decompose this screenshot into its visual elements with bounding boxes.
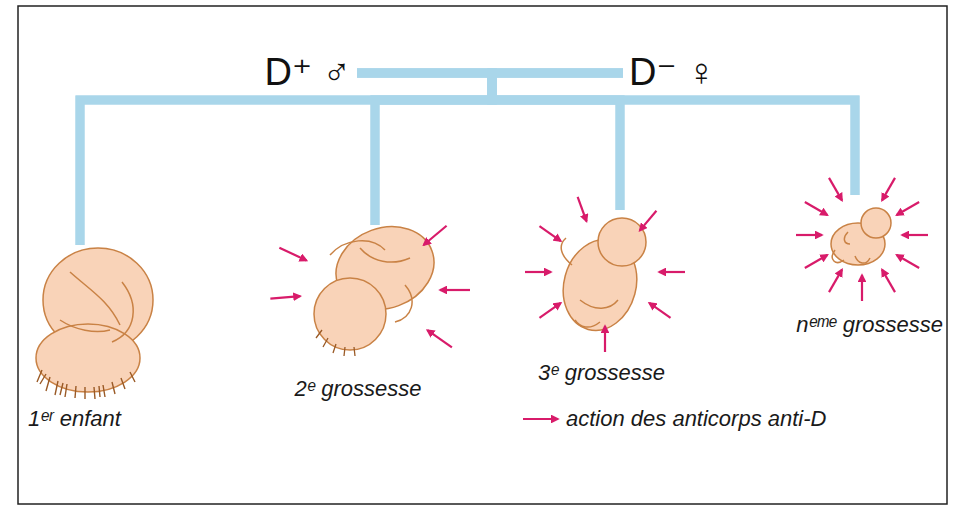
parent-genotype: D⁺ ♂ (260, 50, 355, 96)
legend: action des anticorps anti-D (520, 406, 826, 432)
antibody-arrow (649, 303, 670, 318)
antibody-arrow (805, 202, 828, 215)
fetus-figure (553, 218, 646, 339)
descent-line (492, 73, 623, 210)
legend-row: action des anticorps anti-D (520, 406, 826, 432)
fetus-hair (316, 330, 355, 356)
legend-swatch (520, 412, 562, 426)
pregnancy-caption: nᵉᵐᵉ grossesse (796, 312, 943, 338)
antibody-arrow (640, 211, 657, 231)
antibody-arrow (805, 255, 828, 268)
fetus-limbs (561, 238, 618, 327)
antibody-arrows (525, 197, 685, 352)
antibody-arrow (829, 270, 842, 293)
fetus-head (598, 218, 646, 266)
pregnancy-caption: 3ᵉ grossesse (538, 360, 665, 386)
genotype-label: D⁻ ♀ (629, 50, 716, 96)
antibody-arrow (829, 178, 842, 201)
antibody-arrow (897, 255, 920, 268)
pregnancy-figure: 1ᵉʳ enfant (28, 245, 178, 432)
antibody-arrow (539, 226, 560, 241)
baby-figure (36, 248, 153, 399)
antibody-arrow (427, 330, 452, 347)
antibody-arrow (902, 234, 928, 236)
pregnancy-figure: 3ᵉ grossesse (503, 210, 700, 386)
antibody-arrows (270, 226, 470, 348)
embryo-figure (831, 208, 891, 265)
antibody-arrow (882, 270, 895, 293)
antibody-arrow (659, 271, 685, 273)
antibody-arrow (525, 271, 551, 273)
antibody-arrow (604, 326, 606, 352)
antibody-arrow (279, 248, 306, 261)
fetus-head (314, 278, 386, 350)
pregnancy-caption: 1ᵉʳ enfant (28, 406, 121, 432)
antibody-arrows (796, 178, 928, 301)
genotype-label: D⁺ ♂ (264, 50, 351, 96)
baby-hair (37, 370, 135, 399)
antibody-arrow (897, 202, 920, 215)
antibody-arrow (270, 296, 300, 299)
antibody-arrow (424, 226, 447, 245)
fetus-figure (314, 213, 446, 356)
antibody-arrow (578, 197, 587, 221)
legend-text: action des anticorps anti-D (566, 406, 826, 432)
antibody-arrow (539, 303, 560, 318)
pregnancy-figure: nᵉᵐᵉ grossesse (703, 195, 943, 338)
antibody-arrow (796, 234, 822, 236)
pregnancy-caption: 2ᵉ grossesse (294, 376, 421, 402)
embryo-head (861, 208, 891, 238)
descent-line (357, 73, 855, 195)
pregnancy-figure: 2ᵉ grossesse (258, 225, 458, 402)
antibody-arrow (861, 275, 863, 301)
antibody-arrow (440, 289, 470, 291)
parent-genotype: D⁻ ♀ (625, 50, 720, 96)
antibody-arrow (882, 178, 895, 201)
embryo-limbs (832, 232, 870, 263)
fetus-limbs (330, 241, 412, 322)
baby-limbs (60, 272, 133, 342)
picture-frame (18, 6, 947, 504)
legend-arrow-sample (523, 418, 558, 420)
